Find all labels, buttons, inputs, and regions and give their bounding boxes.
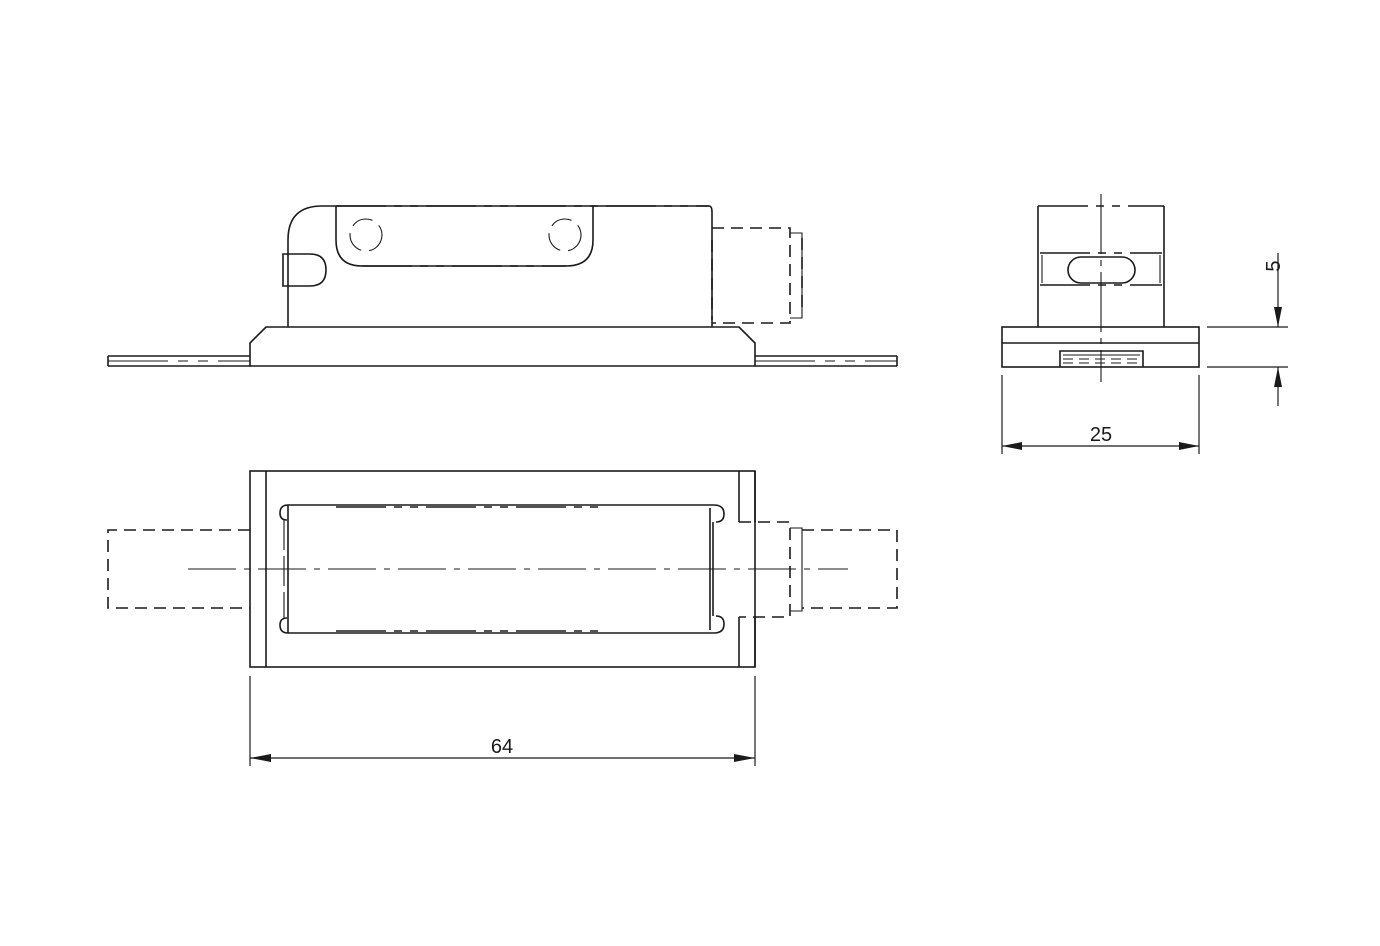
sensor-body-outline [287, 205, 713, 327]
right-flange [755, 355, 898, 367]
dimension-width-label: 25 [1090, 424, 1112, 446]
dimension-length: 64 [249, 676, 756, 766]
side-view [107, 205, 898, 367]
mounting-hole-right [548, 218, 582, 252]
sensor-body-top [279, 504, 725, 634]
dimension-base-height-label: 5 [1263, 260, 1285, 271]
cable-connector-side [712, 227, 803, 324]
base-plate [249, 326, 756, 367]
dimension-base-height: 5 [1207, 253, 1288, 406]
end-view [1001, 194, 1200, 382]
mounting-slot [335, 206, 594, 267]
left-flange [107, 355, 250, 367]
dimension-length-label: 64 [491, 736, 513, 758]
cable-left [107, 529, 250, 609]
led-tab [282, 253, 327, 287]
dimension-width: 25 [1001, 375, 1200, 454]
mounting-hole-left [349, 218, 383, 252]
top-view [107, 470, 898, 668]
